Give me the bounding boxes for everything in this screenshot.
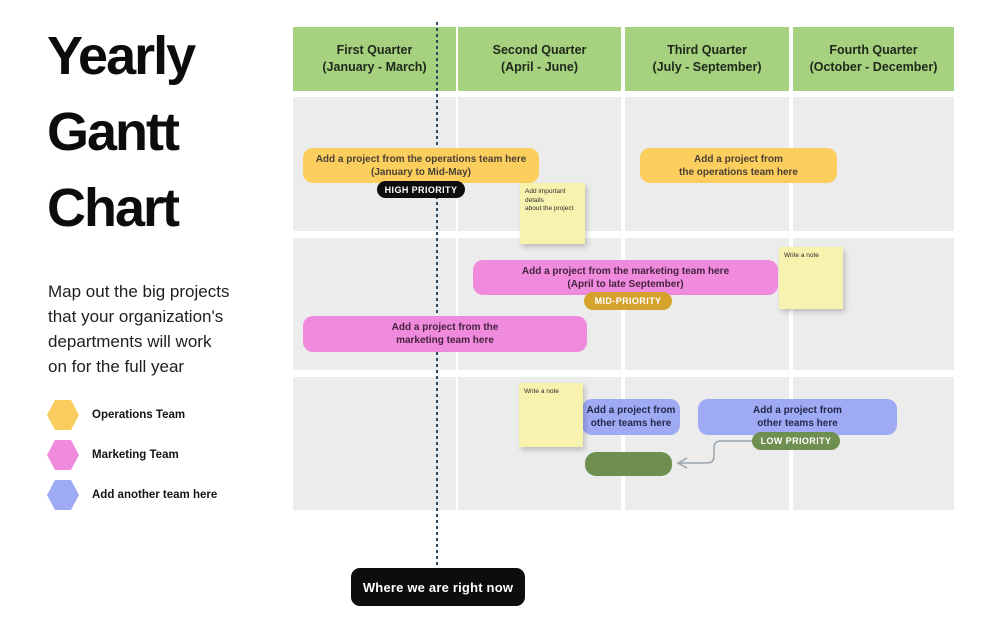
legend-item-other-team: Add another team here (47, 480, 217, 510)
hexagon-swatch-operations-icon (47, 400, 79, 430)
gantt-bar-operations-project-1[interactable]: Add a project from the operations team h… (303, 148, 539, 183)
page-description: Map out the big projects that your organ… (48, 282, 230, 376)
high-priority-badge[interactable]: HIGH PRIORITY (377, 181, 465, 198)
quarter-header-q1: First Quarter (January - March) (293, 27, 456, 91)
legend-label-marketing: Marketing Team (92, 449, 179, 461)
grid-cell-q1-row3 (293, 377, 456, 510)
gantt-bar-marketing-project-1[interactable]: Add a project from the marketing team he… (473, 260, 778, 295)
quarter-header-q2: Second Quarter (April - June) (458, 27, 621, 91)
sticky-note-project-details[interactable]: Add important details about the project (520, 183, 585, 244)
quarter-header-q4: Fourth Quarter (October - December) (793, 27, 954, 91)
hexagon-swatch-other-team-icon (47, 480, 79, 510)
legend-item-marketing: Marketing Team (47, 440, 217, 470)
legend-label-operations: Operations Team (92, 409, 186, 421)
sticky-note-write-1[interactable]: Write a note (779, 247, 843, 309)
gantt-bar-operations-project-2[interactable]: Add a project from the operations team h… (640, 148, 837, 183)
gantt-bar-other-team-project-2[interactable]: Add a project from other teams here (698, 399, 897, 435)
page-title: Yearly Gantt Chart (47, 26, 196, 238)
legend-label-other-team: Add another team here (92, 489, 218, 501)
mid-priority-badge[interactable]: MID-PRIORITY (584, 292, 672, 310)
sticky-note-write-2[interactable]: Write a note (519, 383, 583, 447)
legend-item-operations: Operations Team (47, 400, 217, 430)
hexagon-swatch-marketing-icon (47, 440, 79, 470)
now-marker-label[interactable]: Where we are right now (351, 568, 525, 606)
legend: Operations Team Marketing Team Add anoth… (47, 400, 217, 520)
quarter-header-q3: Third Quarter (July - September) (625, 27, 789, 91)
current-date-dotted-line (436, 22, 438, 568)
gantt-bar-other-team-project-1[interactable]: Add a project from other teams here (582, 399, 680, 435)
green-rounded-shape[interactable] (585, 452, 672, 476)
gantt-bar-marketing-project-2[interactable]: Add a project from the marketing team he… (303, 316, 587, 352)
low-priority-badge[interactable]: LOW PRIORITY (752, 432, 840, 450)
